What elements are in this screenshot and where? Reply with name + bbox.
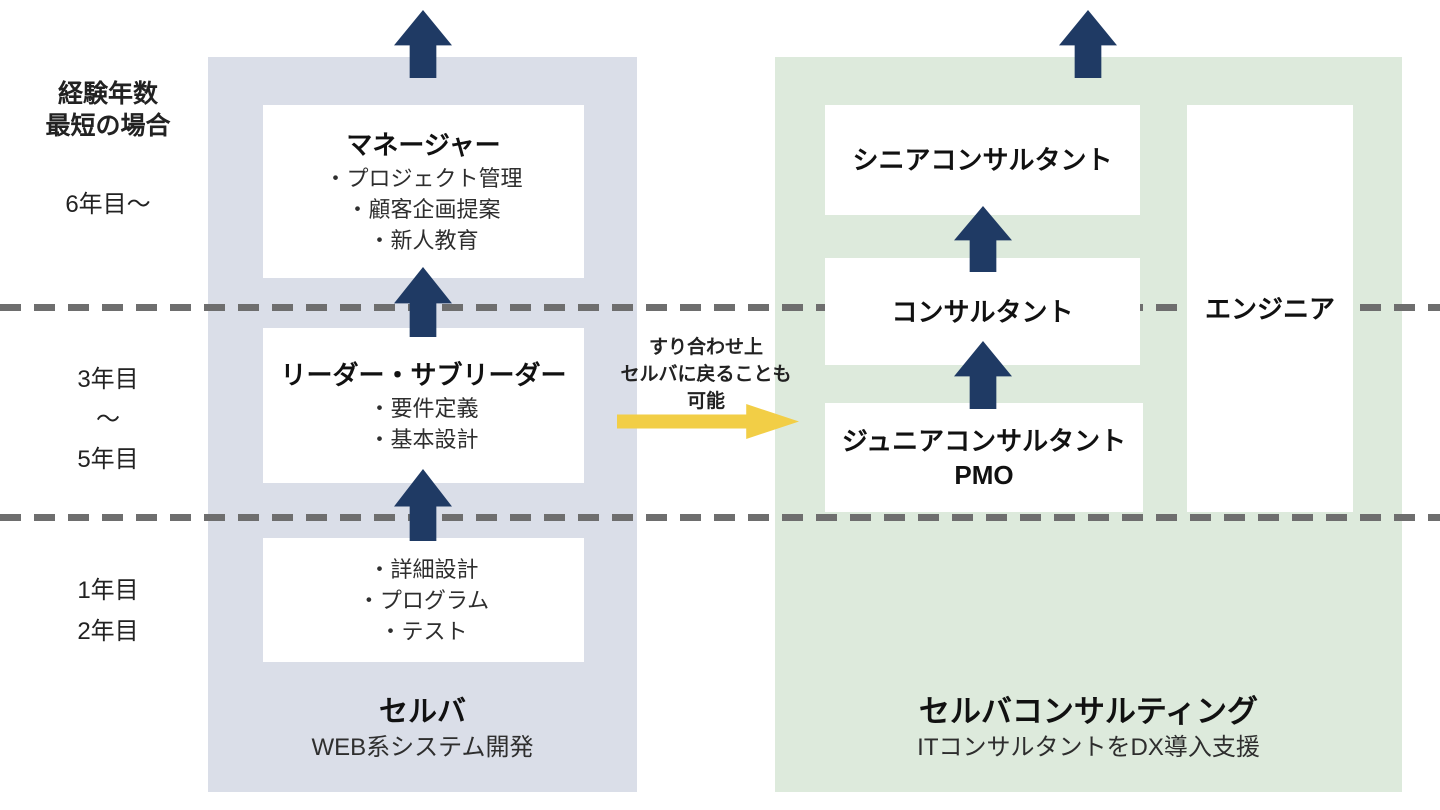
role-title: エンジニア <box>1204 293 1335 324</box>
company-name: セルバ <box>378 696 466 728</box>
experience-band-3to5: 3年目 〜 5年目 <box>77 366 139 473</box>
dashed-threshold-line-bottom <box>0 514 1440 521</box>
selva-footer: セルバ WEB系システム開発 <box>208 694 637 765</box>
consulting-footer: セルバコンサルティング ITコンサルタントをDX導入支援 <box>775 692 1402 765</box>
role-bullet: ・テスト <box>379 618 468 644</box>
role-title: コンサルタント <box>891 296 1074 327</box>
role-bullet: ・詳細設計 <box>368 556 479 582</box>
role-bullet: ・要件定義 <box>368 395 479 421</box>
role-bullet: ・顧客企画提案 <box>346 197 501 222</box>
leader-role-box: リーダー・サブリーダー ・要件定義 ・基本設計 <box>263 328 584 483</box>
company-name: セルバコンサルティング <box>918 694 1259 729</box>
role-title: マネージャー <box>346 130 501 160</box>
role-bullet: ・基本設計 <box>368 426 479 452</box>
company-description: ITコンサルタントをDX導入支援 <box>917 734 1260 761</box>
role-title: ジュニアコンサルタント PMO <box>841 425 1127 490</box>
experience-band-1to2: 1年目 2年目 <box>77 577 139 645</box>
company-description: WEB系システム開発 <box>311 734 534 761</box>
manager-role-box: マネージャー ・プロジェクト管理 ・顧客企画提案 ・新人教育 <box>263 105 584 278</box>
consultant-role-box: コンサルタント <box>825 258 1140 365</box>
role-title: リーダー・サブリーダー <box>280 359 567 390</box>
dashed-threshold-line-top <box>0 304 1440 311</box>
experience-band-6plus: 6年目〜 <box>65 191 151 218</box>
transfer-note: すり合わせ上 セルバに戻ることも 可能 <box>620 337 792 412</box>
engineer-role-box: エンジニア <box>1187 105 1353 512</box>
role-bullet: ・新人教育 <box>368 228 479 253</box>
junior-developer-role-box: ・詳細設計 ・プログラム ・テスト <box>263 538 584 662</box>
junior-consultant-role-box: ジュニアコンサルタント PMO <box>825 403 1143 512</box>
senior-consultant-role-box: シニアコンサルタント <box>825 105 1140 215</box>
role-title: シニアコンサルタント <box>852 145 1113 175</box>
role-bullet: ・プロジェクト管理 <box>324 166 523 191</box>
role-bullet: ・プログラム <box>357 587 490 613</box>
experience-axis-header: 経験年数 最短の場合 <box>45 80 171 140</box>
